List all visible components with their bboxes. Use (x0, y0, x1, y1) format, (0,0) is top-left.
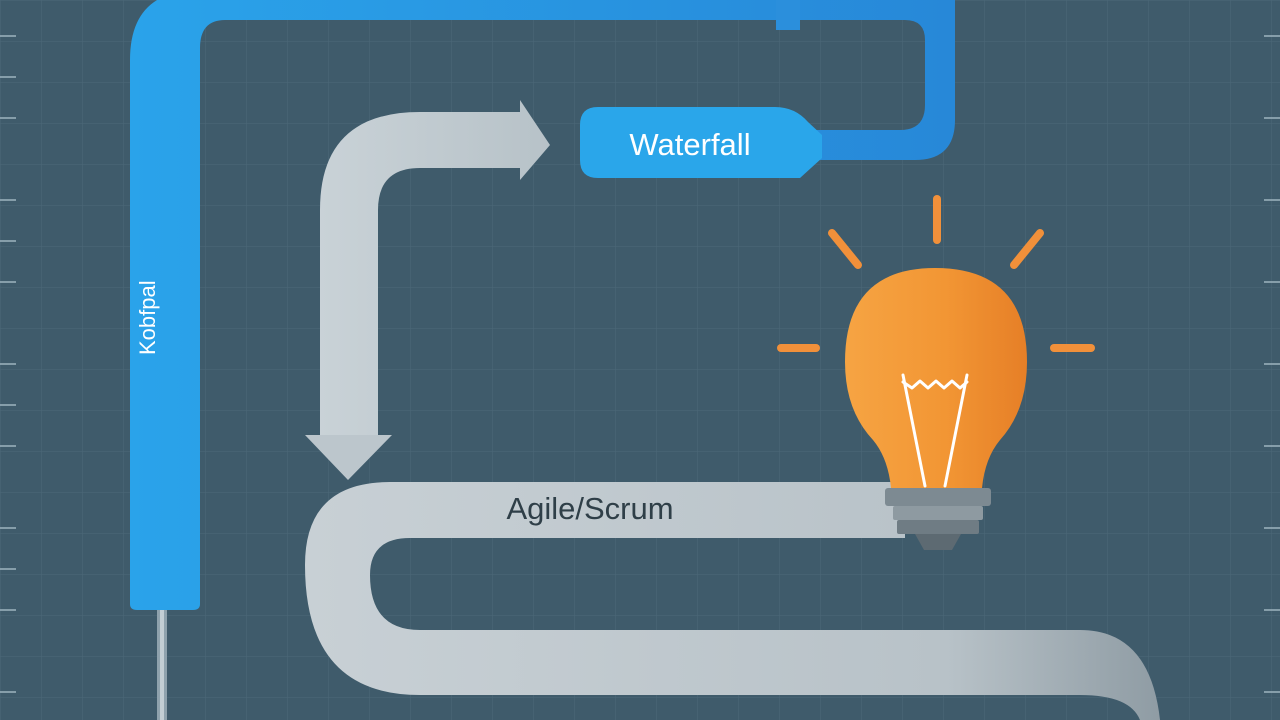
blue-process-path (130, 0, 955, 720)
lightbulb-icon (777, 195, 1095, 550)
agile-scrum-label: Agile/Scrum (506, 491, 673, 526)
left-ruler (0, 35, 16, 693)
gray-down-arrow (305, 100, 550, 480)
right-ruler (1264, 35, 1280, 693)
waterfall-node: Waterfall (580, 107, 822, 178)
left-vertical-label: Kobfpal (135, 280, 160, 355)
agile-scrum-path: Agile/Scrum (305, 482, 1160, 720)
waterfall-label: Waterfall (629, 127, 750, 162)
